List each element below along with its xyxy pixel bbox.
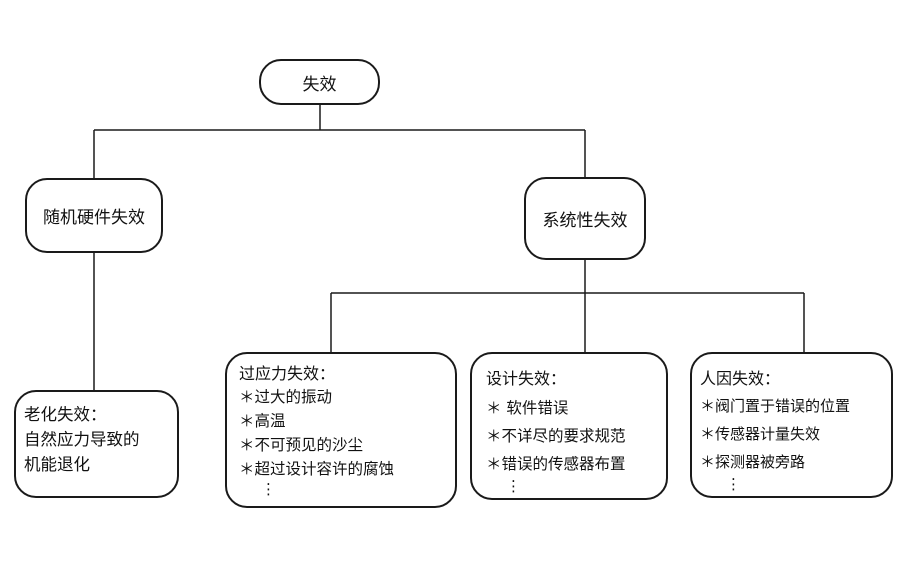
- aging-title: 老化失效：: [24, 405, 107, 424]
- overstress-item: ＊过大的振动: [239, 388, 333, 406]
- overstress-title: 过应力失效：: [239, 364, 336, 383]
- overstress-item: ＊不可预见的沙尘: [239, 436, 364, 454]
- systematic-node: 系统性失效: [524, 177, 646, 260]
- design-node: 设计失效： ＊ 软件错误 ＊不详尽的要求规范 ＊错误的传感器布置 ⋮: [470, 352, 668, 500]
- root-node: 失效: [259, 59, 380, 105]
- design-title: 设计失效：: [486, 369, 567, 388]
- design-item: ＊错误的传感器布置: [486, 455, 626, 473]
- human-factor-item: ＊阀门置于错误的位置: [700, 397, 851, 415]
- human-factor-ellipsis: ⋮: [726, 475, 741, 493]
- human-factor-item: ＊探测器被旁路: [700, 453, 806, 471]
- overstress-node: 过应力失效： ＊过大的振动 ＊高温 ＊不可预见的沙尘 ＊超过设计容许的腐蚀 ⋮: [225, 352, 457, 508]
- systematic-label: 系统性失效: [542, 211, 628, 231]
- human-factor-title: 人因失效：: [700, 369, 781, 388]
- design-item: ＊ 软件错误: [486, 399, 569, 417]
- human-factor-node: 人因失效： ＊阀门置于错误的位置 ＊传感器计量失效 ＊探测器被旁路 ⋮: [690, 352, 893, 498]
- random-hardware-node: 随机硬件失效: [25, 178, 163, 253]
- overstress-item: ＊高温: [239, 412, 286, 430]
- human-factor-item: ＊传感器计量失效: [700, 425, 821, 443]
- overstress-item: ＊超过设计容许的腐蚀: [239, 460, 395, 478]
- design-item: ＊不详尽的要求规范: [486, 427, 626, 445]
- design-ellipsis: ⋮: [506, 477, 521, 495]
- aging-line: 自然应力导致的: [24, 430, 140, 449]
- random-hardware-label: 随机硬件失效: [43, 208, 145, 228]
- aging-node: 老化失效： 自然应力导致的 机能退化: [14, 390, 179, 498]
- overstress-ellipsis: ⋮: [261, 480, 276, 498]
- aging-line: 机能退化: [24, 455, 90, 474]
- root-label: 失效: [302, 74, 337, 95]
